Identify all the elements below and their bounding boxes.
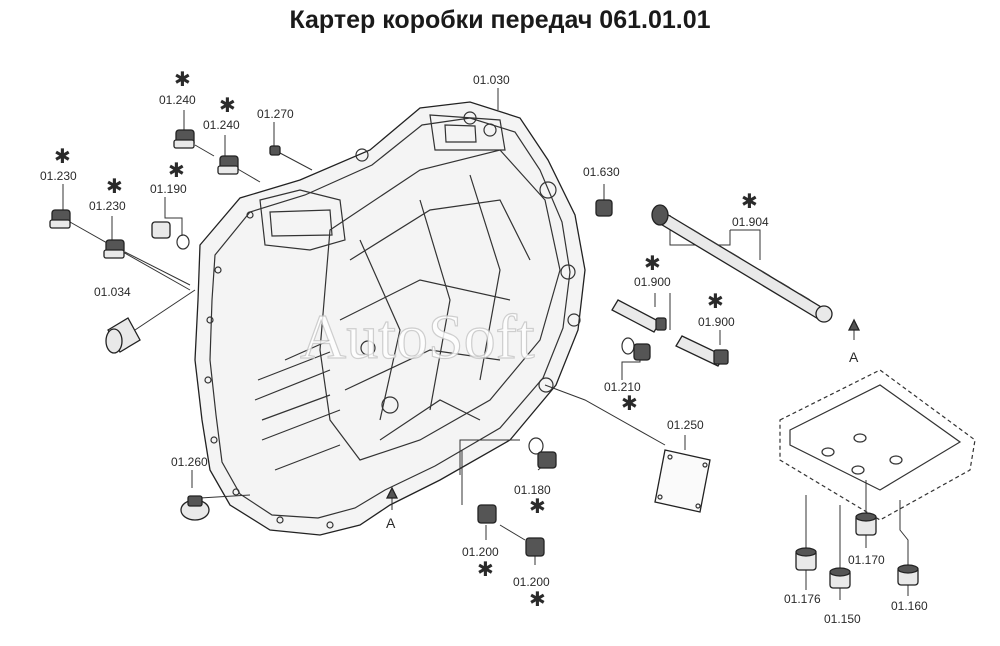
bracket-view-a (779, 369, 976, 521)
gearbox-housing (194, 101, 586, 536)
label-01-230-b: 01.230 (89, 199, 126, 213)
asterisk-01-230-a: ✱ (54, 144, 71, 168)
plug-01-200-b (525, 537, 545, 557)
label-01-200-b: 01.200 (513, 575, 550, 589)
asterisk-01-200-a: ✱ (477, 557, 494, 581)
asterisk-01-904: ✱ (741, 189, 758, 213)
asterisk-01-230-b: ✱ (106, 174, 123, 198)
plug-01-200-a (477, 504, 497, 524)
bolt-01-904 (651, 204, 833, 323)
view-arrow-a-housing: A (385, 486, 399, 531)
label-01-176: 01.176 (784, 592, 821, 606)
leader-lines (62, 88, 909, 600)
label-01-240-a: 01.240 (159, 93, 196, 107)
watermark-text: AutoSoft (300, 301, 535, 372)
label-01-170: 01.170 (848, 553, 885, 567)
plug-01-240-a (173, 129, 195, 149)
label-01-250: 01.250 (667, 418, 704, 432)
plug-01-260 (180, 495, 210, 521)
plug-01-240-b (217, 155, 239, 175)
asterisk-01-200-b: ✱ (529, 587, 546, 611)
label-01-200-a: 01.200 (462, 545, 499, 559)
part-labels: 01.030 01.240 01.240 01.270 01.230 01.23… (40, 73, 928, 626)
plug-01-230-b (103, 239, 125, 259)
sensor-01-900-a (611, 299, 667, 333)
label-01-260: 01.260 (171, 455, 208, 469)
asterisk-01-900-a: ✱ (644, 251, 661, 275)
label-01-030: 01.030 (473, 73, 510, 87)
plug-01-190 (151, 221, 190, 250)
label-01-630: 01.630 (583, 165, 620, 179)
label-01-034: 01.034 (94, 285, 131, 299)
housing-shafts (254, 339, 341, 471)
label-01-190: 01.190 (150, 182, 187, 196)
bushing-01-034 (105, 317, 141, 354)
svg-text:A: A (386, 515, 396, 531)
asterisk-markers: ✱ ✱ ✱ ✱ ✱ ✱ ✱ ✱ ✱ ✱ ✱ ✱ (54, 67, 758, 611)
seal-01-210 (621, 337, 651, 361)
bushing-01-150 (829, 567, 851, 589)
asterisk-01-180: ✱ (529, 494, 546, 518)
svg-text:A: A (849, 349, 859, 365)
label-01-160: 01.160 (891, 599, 928, 613)
label-01-150: 01.150 (824, 612, 861, 626)
label-01-210: 01.210 (604, 380, 641, 394)
label-01-180: 01.180 (514, 483, 551, 497)
label-01-904: 01.904 (732, 215, 769, 229)
bushing-01-160 (897, 564, 919, 586)
asterisk-01-210: ✱ (621, 391, 638, 415)
label-01-900-a: 01.900 (634, 275, 671, 289)
asterisk-01-900-b: ✱ (707, 289, 724, 313)
label-01-900-b: 01.900 (698, 315, 735, 329)
plug-01-230-a (49, 209, 71, 229)
flange-bolt-holes (204, 211, 334, 529)
plug-01-270 (269, 145, 281, 156)
label-01-270: 01.270 (257, 107, 294, 121)
bushing-01-176 (795, 547, 817, 571)
asterisk-01-240-b: ✱ (219, 93, 236, 117)
asterisk-01-240-a: ✱ (174, 67, 191, 91)
housing-bosses (355, 111, 581, 414)
asterisk-01-190: ✱ (168, 158, 185, 182)
page-title: Картер коробки передач 061.01.01 (289, 6, 711, 34)
cover-01-250 (654, 449, 711, 513)
sensor-01-900-b (675, 335, 729, 367)
plug-01-180 (528, 437, 557, 469)
bushing-01-170 (855, 512, 877, 536)
view-arrow-a-bracket: A (847, 318, 861, 365)
plug-01-630 (595, 199, 613, 217)
label-01-230-a: 01.230 (40, 169, 77, 183)
label-01-240-b: 01.240 (203, 118, 240, 132)
